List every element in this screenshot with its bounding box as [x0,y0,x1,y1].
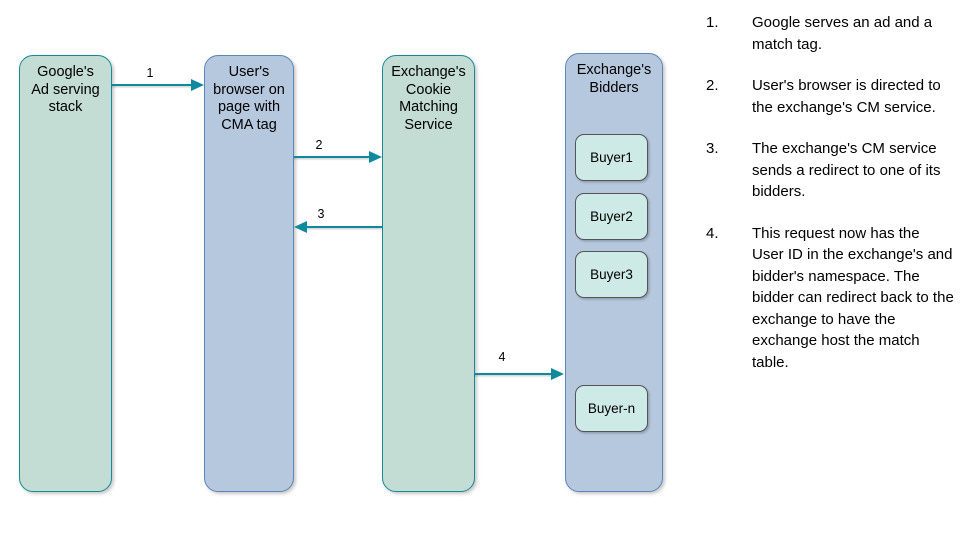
buyer-box-buyer3[interactable]: Buyer3 [575,251,648,298]
lane-label-user-browser: User's browser on page with CMA tag [213,64,285,133]
arrow-4-line [475,373,552,375]
lane-exchange-cookie-matching-service[interactable]: Exchange's Cookie Matching Service [382,55,475,492]
lane-label-exchange-cookie-matching-service: Exchange's Cookie Matching Service [391,64,466,133]
step-text-1: Google serves an ad and a match tag. [752,14,933,53]
list-item: 3. The exchange's CM service sends a red… [706,138,954,203]
list-item: 1. Google serves an ad and a match tag. [706,12,954,55]
buyer-label-buyer3: Buyer3 [590,267,633,282]
arrow-3-line [307,226,382,228]
step-text-4: This request now has the User ID in the … [752,224,954,371]
lane-label-google-ad-serving-stack: Google's Ad serving stack [31,64,100,115]
step-number-2: 2. [706,77,719,94]
arrow-2-head-icon [369,150,382,163]
step-number-3: 3. [706,140,719,157]
arrow-1-line [112,84,193,86]
arrow-3-label: 3 [317,207,325,221]
arrow-1-label: 1 [146,66,154,80]
step-number-4: 4. [706,224,719,242]
arrow-4-head-icon [551,367,564,380]
lane-google-ad-serving-stack[interactable]: Google's Ad serving stack [19,55,112,492]
steps-list: 1. Google serves an ad and a match tag. … [706,12,954,393]
buyer-label-buyer-n: Buyer-n [587,401,636,416]
buyer-label-buyer1: Buyer1 [590,150,633,165]
buyer-box-buyer1[interactable]: Buyer1 [575,134,648,181]
arrow-1-head-icon [191,78,204,91]
step-number-1: 1. [706,14,719,31]
list-item: 4. This request now has the User ID in t… [706,223,954,374]
arrow-4-label: 4 [498,350,506,364]
lane-user-browser[interactable]: User's browser on page with CMA tag [204,55,294,492]
step-text-2: User's browser is directed to the exchan… [752,77,941,116]
buyer-box-buyer-n[interactable]: Buyer-n [575,385,648,432]
buyer-box-buyer2[interactable]: Buyer2 [575,193,648,240]
buyer-label-buyer2: Buyer2 [590,209,633,224]
list-item: 2. User's browser is directed to the exc… [706,75,954,118]
lane-label-exchange-bidders: Exchange's Bidders [576,62,652,96]
step-text-3: The exchange's CM service sends a redire… [752,140,941,200]
arrow-2-label: 2 [315,138,323,152]
arrow-2-line [294,156,370,158]
arrow-3-head-icon [294,220,307,233]
